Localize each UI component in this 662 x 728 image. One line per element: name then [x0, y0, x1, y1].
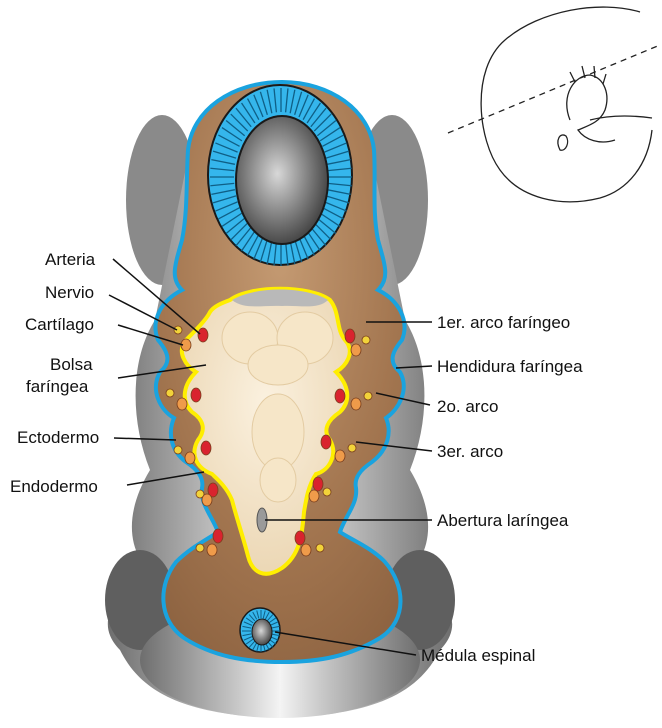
label-endodermo: Endodermo [10, 477, 98, 496]
artery-dot [198, 328, 208, 342]
label-cartilago: Cartílago [25, 315, 94, 334]
label-ectodermo: Ectodermo [17, 428, 99, 447]
label-nervio: Nervio [45, 283, 94, 302]
label-medula: Médula espinal [421, 646, 535, 665]
label-arco3: 3er. arco [437, 442, 503, 461]
label-abertura: Abertura laríngea [437, 511, 569, 530]
embryo-inset-sketch [448, 7, 660, 202]
nerve-dot [174, 326, 182, 334]
neural-tube-top [208, 85, 352, 266]
label-bolsa-line2: faríngea [26, 377, 89, 396]
label-hendidura: Hendidura faríngea [437, 357, 583, 376]
label-arco2: 2o. arco [437, 397, 498, 416]
spinal-cord [240, 608, 280, 652]
label-arco1: 1er. arco faríngeo [437, 313, 570, 332]
label-arteria: Arteria [45, 250, 96, 269]
label-bolsa-line1: Bolsa [50, 355, 93, 374]
